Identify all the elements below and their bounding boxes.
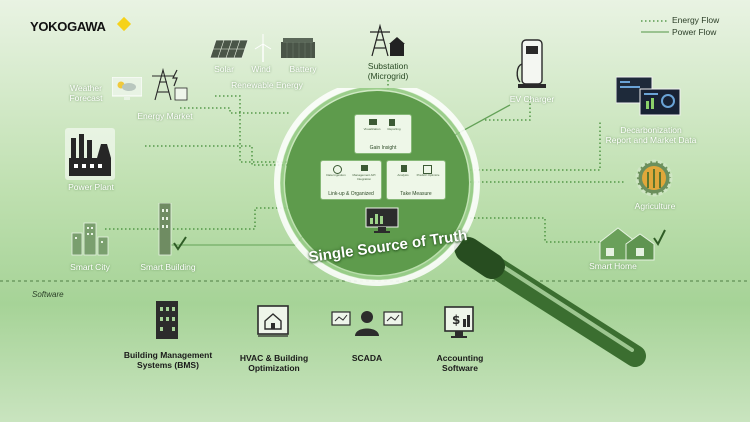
measure-sub1: Analysis	[397, 173, 409, 177]
smart-city-icon	[71, 222, 109, 256]
measure-sub2: Predict/ Optimize	[416, 173, 440, 177]
energy-market-label: Energy Market	[137, 111, 193, 121]
power-plant-label: Power Plant	[68, 182, 114, 192]
energy-market-flow	[180, 107, 290, 114]
link-up-title: Link-up & Organized	[328, 191, 374, 197]
brand-logo-text: YOKOGAWA	[30, 19, 106, 34]
card-link-up: Data Ingestion Management API Integratio…	[320, 160, 382, 200]
software-accounting-label-2: Software	[442, 363, 478, 373]
solar-label: Solar	[214, 64, 234, 74]
software-section-label: Software	[32, 290, 64, 299]
analysis-icon	[401, 165, 407, 172]
ev-charger-icon	[516, 39, 546, 88]
smart-building-icon	[158, 203, 187, 256]
substation-label-2: (Microgrid)	[367, 71, 409, 81]
software-accounting-label-1: Accounting	[436, 353, 484, 363]
software-hvac-label-1: HVAC & Building	[239, 353, 309, 363]
dashboard-monitors-icon	[616, 76, 681, 116]
power-plant-icon	[65, 128, 115, 180]
battery-label: Battery	[289, 64, 317, 74]
software-scada-label: SCADA	[351, 353, 383, 363]
smart-home-flow	[470, 217, 600, 243]
gain-sub1: Visualization	[363, 127, 381, 131]
link-sub1: Data Ingestion	[326, 173, 346, 177]
battery-icon	[281, 38, 315, 58]
predict-icon	[423, 165, 432, 174]
weather-label-1: Weather	[70, 83, 102, 93]
card-take-measure: Analysis Predict/ Optimize Take Measure	[386, 160, 446, 200]
software-bms-label-2: Systems (BMS)	[137, 360, 199, 370]
solar-panel-icon	[210, 39, 249, 59]
legend-lines	[641, 20, 669, 33]
magnifier-handle	[454, 237, 646, 367]
link-sub2: Management API Integration	[352, 173, 376, 181]
central-monitor-icon	[365, 207, 399, 233]
finance-monitor-icon: $	[444, 306, 474, 338]
ev-flow	[485, 100, 531, 121]
software-hvac-label-2: Optimization	[248, 363, 300, 373]
agriculture-label: Agriculture	[634, 201, 676, 211]
substation-icon	[370, 23, 405, 57]
take-measure-title: Take Measure	[400, 191, 432, 197]
gain-insight-title: Gain Insight	[369, 145, 397, 151]
power-plant-flow	[145, 145, 300, 166]
smart-city-label: Smart City	[70, 262, 110, 272]
ev-charger-label: EV Charger	[509, 94, 555, 104]
visualization-icon	[369, 119, 377, 125]
legend-power-flow: Power Flow	[672, 27, 717, 37]
data-ingestion-icon	[333, 165, 342, 174]
software-bms-label-1: Building Management	[123, 350, 213, 360]
wind-label: Wind	[251, 64, 271, 74]
decarb-label-1: Decarbonization	[620, 125, 682, 135]
report-icon	[389, 119, 395, 126]
legend-energy-flow: Energy Flow	[672, 15, 720, 25]
card-gain-insight: Visualization Reporting Gain Insight	[354, 114, 412, 154]
smart-city-flow	[105, 207, 295, 230]
svg-text:$: $	[452, 313, 460, 327]
gain-sub2: Reporting	[387, 127, 401, 131]
operator-monitor-icon	[331, 311, 403, 336]
smart-home-icon	[599, 227, 666, 261]
weather-label-2: Forecast	[69, 93, 103, 103]
weather-monitor-icon	[112, 77, 142, 100]
building-icon	[156, 301, 178, 339]
wind-turbine-icon	[254, 34, 272, 62]
smart-home-label: Smart Home	[589, 261, 637, 271]
agriculture-icon	[635, 159, 673, 197]
blueprint-icon	[257, 305, 289, 337]
substation-label-1: Substation	[367, 61, 409, 71]
transmission-tower-icon	[152, 67, 188, 101]
decarb-label-2: Report and Market Data	[605, 135, 697, 145]
api-icon	[361, 165, 368, 171]
renewable-energy-flow	[215, 95, 300, 163]
smart-building-label: Smart Building	[140, 262, 196, 272]
renewable-energy-label: Renewable Energy	[231, 80, 303, 90]
